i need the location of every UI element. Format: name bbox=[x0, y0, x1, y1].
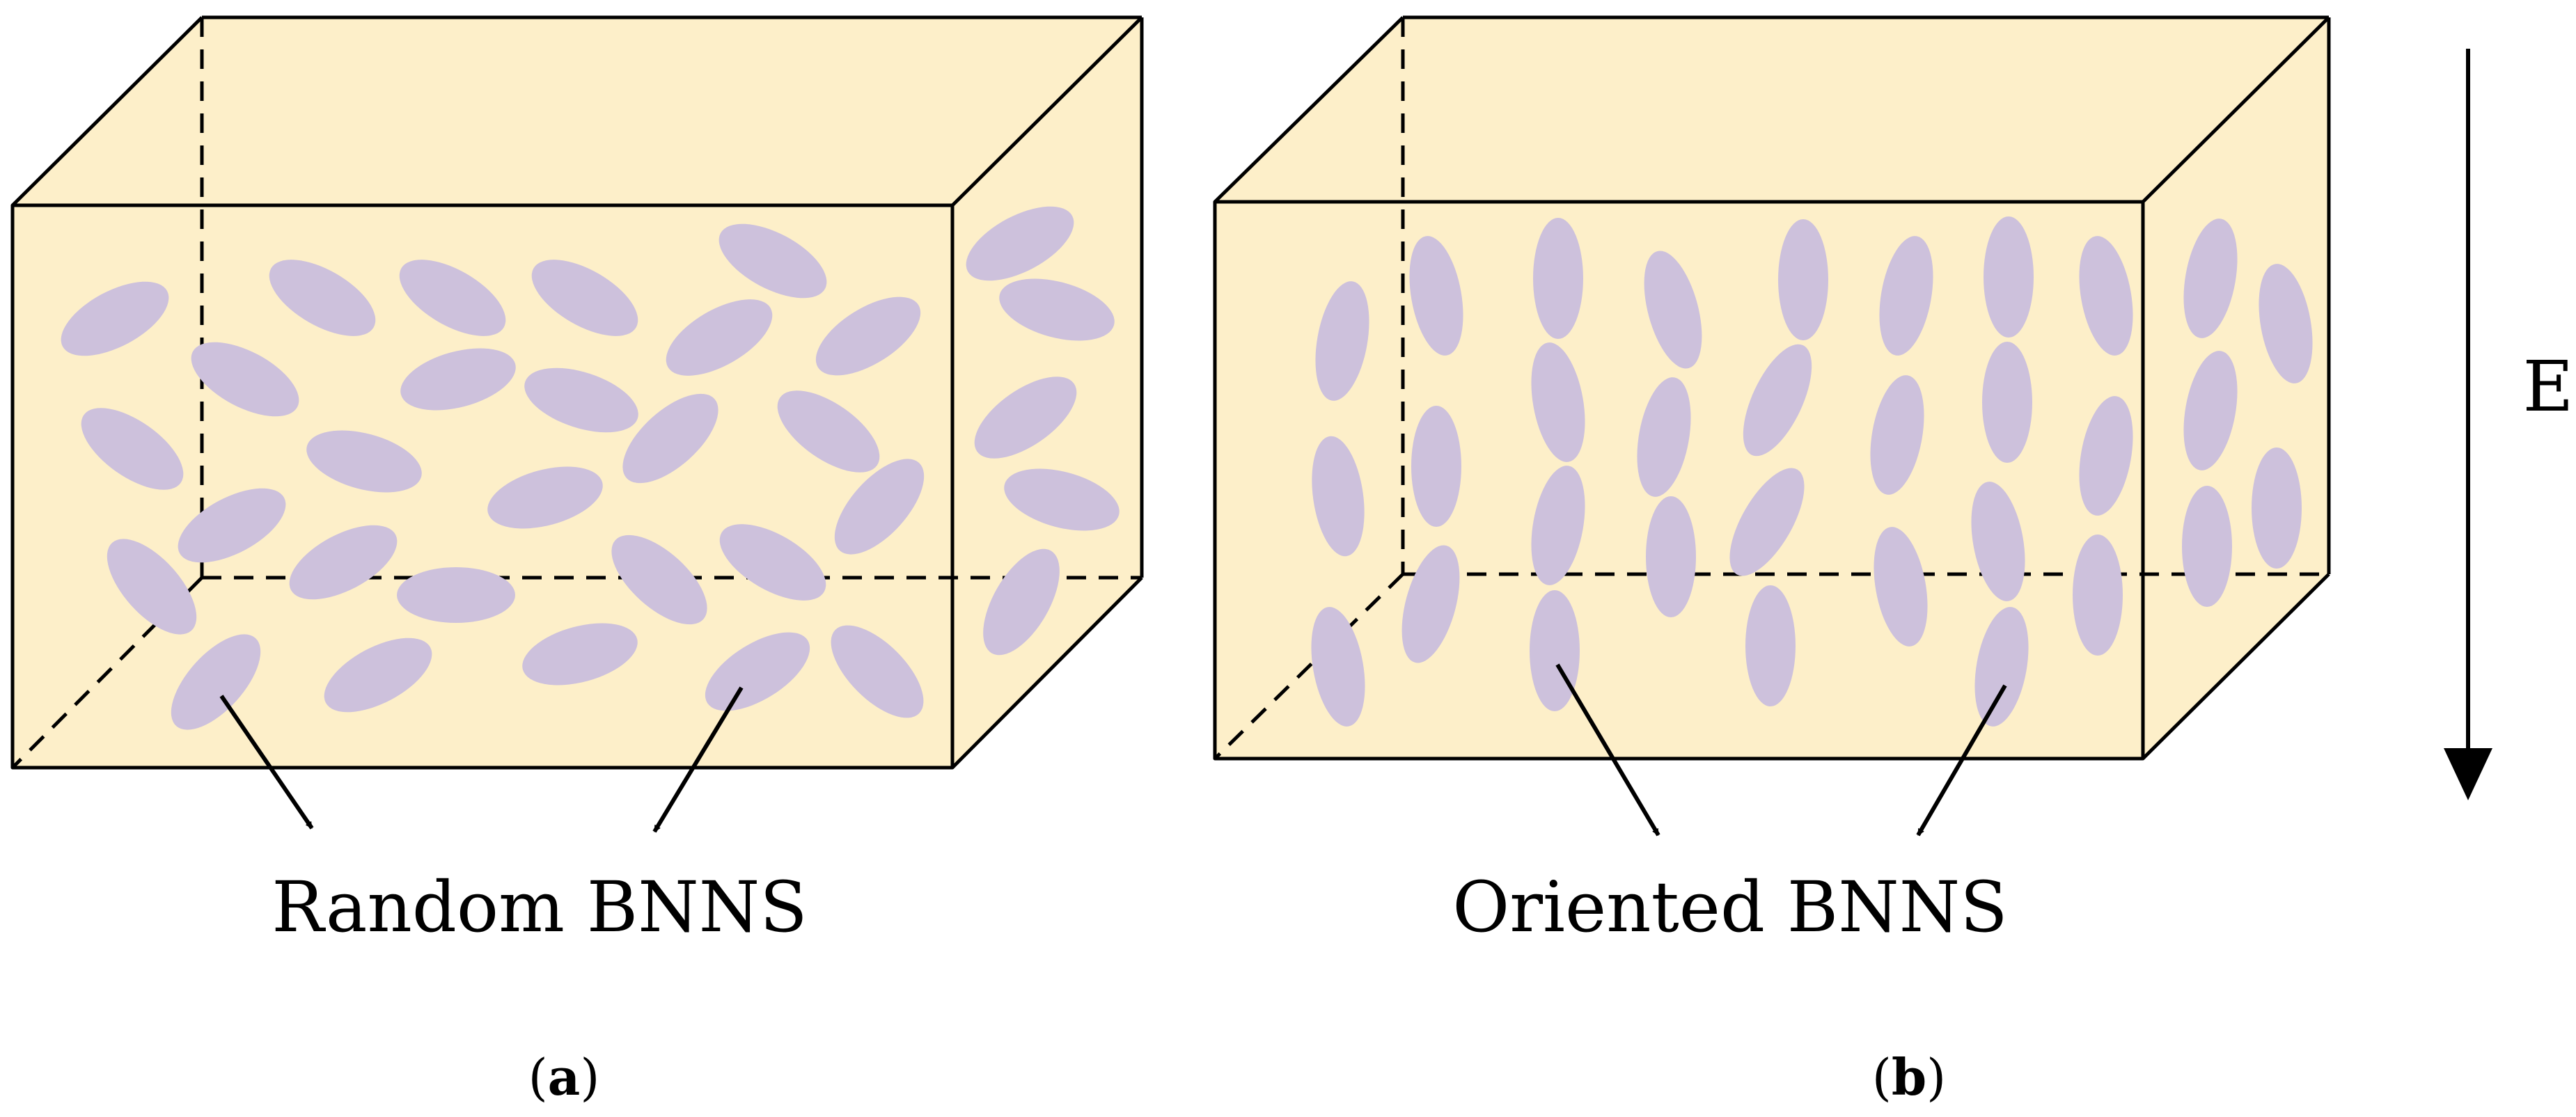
particle bbox=[611, 534, 707, 625]
particle bbox=[531, 260, 638, 336]
particle bbox=[1745, 585, 1796, 706]
particle bbox=[2182, 486, 2232, 607]
particle bbox=[2079, 396, 2133, 516]
particle bbox=[831, 625, 924, 718]
particle bbox=[1004, 468, 1120, 531]
particle bbox=[1533, 218, 1583, 339]
panel-b-box bbox=[1213, 15, 2331, 761]
particle bbox=[1743, 344, 1812, 457]
particle bbox=[815, 296, 921, 376]
random-bnns-caption: Random BNNS bbox=[272, 866, 807, 948]
particle bbox=[306, 430, 422, 493]
particle bbox=[705, 632, 810, 711]
particle bbox=[1729, 468, 1805, 576]
box-a-top-face bbox=[13, 17, 1142, 205]
particle bbox=[522, 623, 638, 686]
particle bbox=[1637, 377, 1691, 497]
particle bbox=[2183, 219, 2238, 338]
particle bbox=[718, 223, 827, 299]
particle bbox=[487, 466, 603, 529]
particle bbox=[61, 281, 169, 356]
panel-a-box bbox=[10, 15, 1144, 770]
particle bbox=[1974, 607, 2029, 727]
particle bbox=[324, 637, 432, 713]
oriented-bnns-caption: Oriented BNNS bbox=[1452, 866, 2008, 948]
particle bbox=[107, 539, 197, 635]
electric-field-label: E bbox=[2523, 346, 2574, 427]
particle bbox=[1409, 236, 1463, 356]
particle bbox=[999, 278, 1115, 341]
particle bbox=[399, 260, 506, 336]
arrow-to-random-particle-1 bbox=[219, 695, 314, 830]
particle bbox=[2073, 534, 2123, 656]
particle bbox=[524, 367, 638, 433]
particle bbox=[1646, 496, 1696, 617]
particle bbox=[1778, 219, 1828, 340]
particle bbox=[966, 206, 1074, 281]
particle bbox=[1531, 342, 1585, 462]
arrow-to-oriented-particle-1 bbox=[1555, 663, 1660, 837]
electric-field-arrow bbox=[2444, 49, 2492, 800]
particle bbox=[178, 488, 286, 563]
particle bbox=[397, 567, 515, 623]
panel-b-arrows bbox=[1555, 663, 2007, 837]
box-a-particles bbox=[61, 206, 1120, 730]
particle bbox=[1312, 436, 1365, 557]
particle bbox=[1531, 466, 1585, 585]
particle bbox=[777, 390, 880, 473]
particle bbox=[666, 299, 773, 376]
particle bbox=[289, 525, 398, 600]
box-b-hidden-edges bbox=[1214, 17, 2329, 760]
particle bbox=[1401, 545, 1460, 663]
particle bbox=[2252, 447, 2302, 569]
particle bbox=[1874, 527, 1928, 647]
box-b-visible-edges bbox=[1213, 15, 2331, 761]
particle bbox=[2079, 236, 2133, 356]
arrow-to-random-particle-2 bbox=[652, 686, 744, 833]
particle bbox=[1644, 251, 1702, 369]
box-b-particles bbox=[1311, 216, 2313, 727]
particle bbox=[2183, 351, 2238, 470]
particle bbox=[2259, 264, 2313, 383]
particle bbox=[1411, 406, 1461, 527]
particle bbox=[1982, 342, 2032, 463]
particle bbox=[269, 260, 376, 336]
box-a-visible-edges bbox=[10, 15, 1144, 770]
panel-b-label: (b) bbox=[1872, 1047, 1947, 1107]
particle bbox=[191, 342, 299, 417]
particle bbox=[1870, 375, 1924, 495]
particle bbox=[983, 548, 1060, 656]
particle bbox=[1315, 281, 1369, 401]
particle bbox=[1971, 482, 2025, 601]
particle bbox=[1879, 236, 1933, 356]
particle bbox=[622, 393, 718, 484]
particle bbox=[171, 634, 261, 730]
particle bbox=[974, 377, 1077, 459]
particle bbox=[81, 408, 184, 490]
particle bbox=[834, 459, 925, 555]
panel-a-label: (a) bbox=[528, 1047, 600, 1107]
particle bbox=[1311, 607, 1365, 727]
arrow-to-oriented-particle-2 bbox=[1916, 684, 2007, 837]
particle bbox=[400, 348, 516, 411]
particle bbox=[1984, 216, 2034, 338]
box-b-top-face bbox=[1215, 17, 2329, 202]
particle bbox=[719, 524, 826, 601]
electric-field-arrowhead bbox=[2444, 748, 2492, 800]
panel-a-arrows bbox=[219, 686, 744, 833]
